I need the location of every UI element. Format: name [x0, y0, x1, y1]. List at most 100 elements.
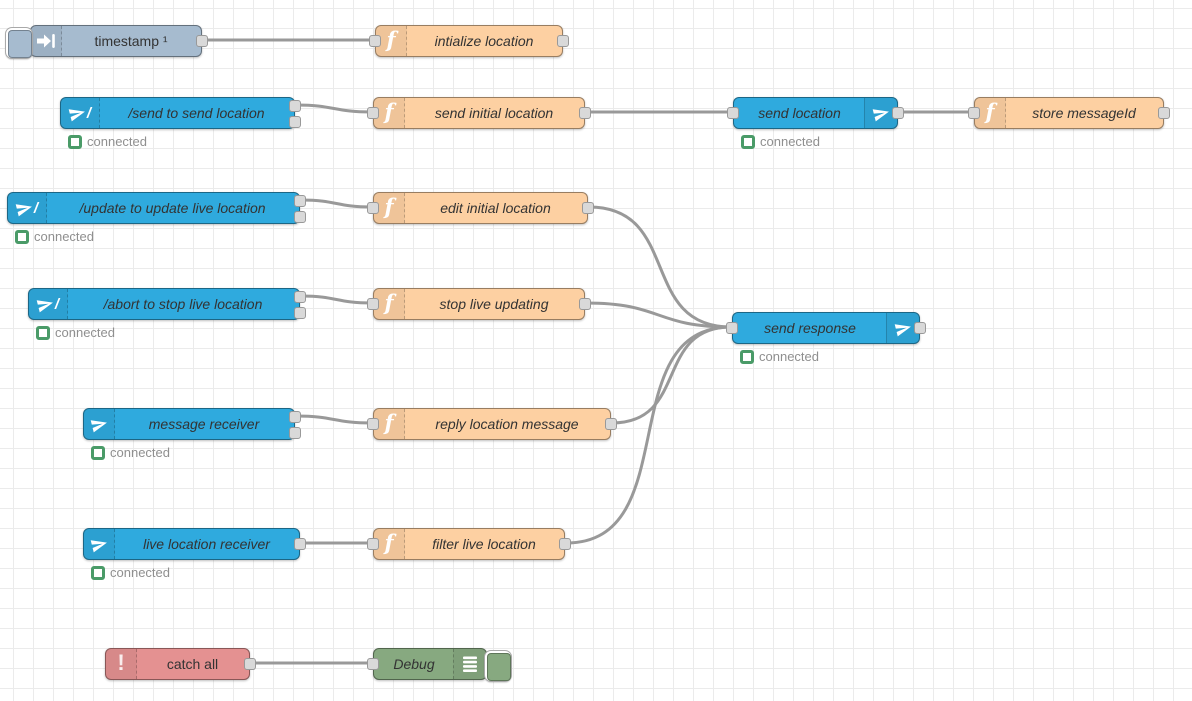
node-label: /abort to stop live location: [103, 296, 263, 312]
node-label: intialize location: [434, 33, 534, 49]
status-text: connected: [110, 445, 170, 460]
wire-cmd_send-to-fn_send_initial[interactable]: [295, 103, 373, 114]
status-ring-icon: [91, 445, 105, 460]
output-port-0[interactable]: [244, 658, 256, 670]
input-port[interactable]: [727, 107, 739, 119]
telegram-plane-icon: [84, 409, 115, 439]
output-port-0[interactable]: [1158, 107, 1170, 119]
status-text: connected: [34, 229, 94, 244]
node-label: catch all: [166, 656, 219, 672]
wire-cmd_update-to-fn_edit_initial[interactable]: [300, 198, 373, 209]
function-f-icon: f: [374, 289, 405, 319]
output-port-0[interactable]: [579, 298, 591, 310]
node-label: send location: [758, 105, 841, 121]
node-live-receiver[interactable]: live location receiver: [83, 528, 306, 560]
status-ring-icon: [36, 325, 50, 340]
node-send-location[interactable]: send location: [727, 97, 904, 129]
input-port[interactable]: [367, 658, 379, 670]
status-ring-icon: [741, 134, 755, 149]
input-port[interactable]: [367, 418, 379, 430]
wire-msg_receiver-to-fn_reply[interactable]: [295, 414, 373, 425]
wire-fn_filter-to-send_response[interactable]: [565, 325, 732, 545]
wire-fn_stop_live-to-send_response[interactable]: [585, 301, 732, 329]
input-port[interactable]: [968, 107, 980, 119]
output-port-0[interactable]: [605, 418, 617, 430]
node-label: /send to send location: [128, 105, 265, 121]
wire-fn_edit_initial-to-send_response[interactable]: [588, 205, 732, 329]
node-label: send initial location: [434, 105, 554, 121]
node-label: Debug: [393, 656, 435, 672]
telegram-plane-slash-icon: /: [8, 193, 47, 223]
node-send-response[interactable]: send response: [726, 312, 926, 344]
input-port[interactable]: [367, 107, 379, 119]
node-label: send response: [764, 320, 856, 336]
output-port-0[interactable]: [294, 195, 306, 207]
output-port-0[interactable]: [196, 35, 208, 47]
node-cmd-send[interactable]: / /send to send location: [60, 97, 301, 129]
output-port-1[interactable]: [294, 307, 306, 319]
node-status: connected: [36, 325, 115, 340]
node-status: connected: [91, 445, 170, 460]
output-port-1[interactable]: [289, 116, 301, 128]
node-label: message receiver: [148, 416, 260, 432]
telegram-plane-icon: [886, 313, 919, 343]
status-ring-icon: [15, 229, 29, 244]
output-port-0[interactable]: [892, 107, 904, 119]
output-port-1[interactable]: [294, 211, 306, 223]
output-port-0[interactable]: [559, 538, 571, 550]
node-cmd-update[interactable]: / /update to update live location: [7, 192, 306, 224]
input-port[interactable]: [726, 322, 738, 334]
node-debug[interactable]: Debug: [367, 648, 512, 682]
node-msg-receiver[interactable]: message receiver: [83, 408, 301, 440]
status-text: connected: [55, 325, 115, 340]
output-port-0[interactable]: [914, 322, 926, 334]
output-port-0[interactable]: [557, 35, 569, 47]
input-port[interactable]: [367, 298, 379, 310]
telegram-plane-icon: [84, 529, 115, 559]
output-port-0[interactable]: [582, 202, 594, 214]
function-f-icon: f: [374, 529, 405, 559]
node-label: reply location message: [435, 416, 579, 432]
node-label: /update to update live location: [79, 200, 266, 216]
status-ring-icon: [91, 565, 105, 580]
output-port-1[interactable]: [289, 427, 301, 439]
node-fn-stop-live[interactable]: f stop live updating: [367, 288, 591, 320]
wire-cmd_abort-to-fn_stop_live[interactable]: [300, 294, 373, 305]
output-port-0[interactable]: [289, 411, 301, 423]
input-port[interactable]: [367, 538, 379, 550]
status-text: connected: [760, 134, 820, 149]
inject-arrow-icon: [31, 26, 62, 56]
node-cmd-abort[interactable]: / /abort to stop live location: [28, 288, 306, 320]
debug-toggle-button[interactable]: [484, 650, 512, 682]
function-f-icon: f: [374, 98, 405, 128]
telegram-plane-slash-icon: /: [61, 98, 100, 128]
output-port-0[interactable]: [294, 538, 306, 550]
status-text: connected: [110, 565, 170, 580]
output-port-0[interactable]: [289, 100, 301, 112]
node-status: connected: [15, 229, 94, 244]
exclamation-icon: !: [106, 649, 137, 679]
input-port[interactable]: [369, 35, 381, 47]
node-fn-send-initial[interactable]: f send initial location: [367, 97, 591, 129]
output-port-0[interactable]: [579, 107, 591, 119]
input-port[interactable]: [367, 202, 379, 214]
node-inject-timestamp[interactable]: timestamp ¹: [5, 25, 208, 59]
telegram-plane-icon: [864, 98, 897, 128]
node-catch-all[interactable]: ! catch all: [105, 648, 256, 680]
inject-button[interactable]: [5, 27, 33, 59]
status-text: connected: [87, 134, 147, 149]
node-label: live location receiver: [143, 536, 270, 552]
output-port-0[interactable]: [294, 291, 306, 303]
status-text: connected: [759, 349, 819, 364]
telegram-plane-slash-icon: /: [29, 289, 68, 319]
node-status: connected: [91, 565, 170, 580]
node-label: stop live updating: [439, 296, 549, 312]
